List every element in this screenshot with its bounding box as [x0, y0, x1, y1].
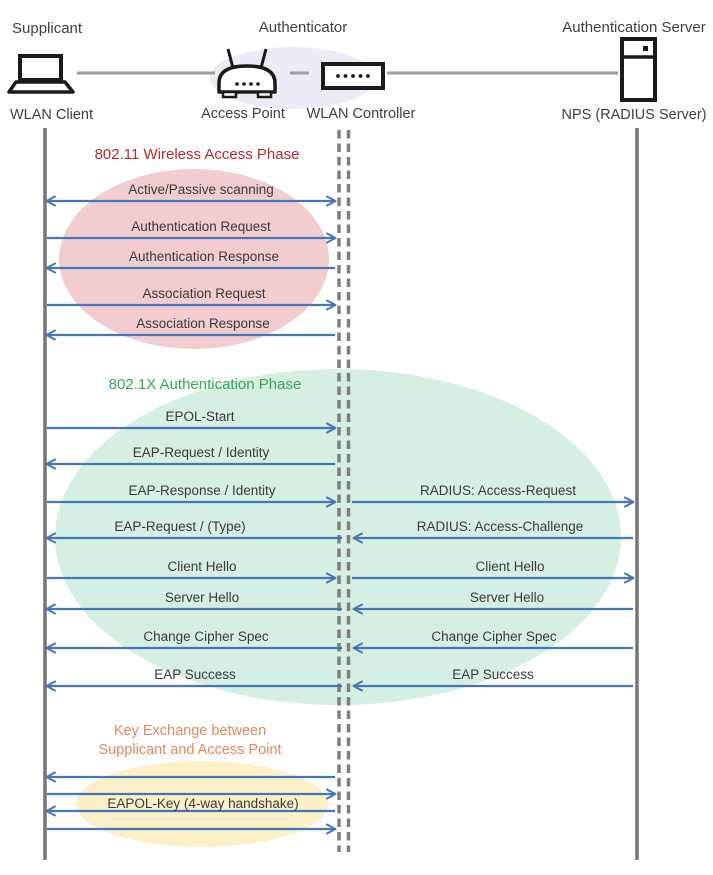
device-label-wlan-controller: WLAN Controller	[306, 106, 416, 122]
left-message-arrows	[45, 195, 342, 835]
phase2-title: 802.1X Authentication Phase	[108, 376, 302, 393]
message-label: EAP-Request / Identity	[132, 445, 270, 460]
phase3-ellipse	[76, 761, 328, 847]
device-label-wlan-client: WLAN Client	[10, 107, 93, 123]
message-label: Change Cipher Spec	[431, 629, 557, 644]
role-label-authenticator: Authenticator	[258, 19, 348, 36]
message-label: EAP-Request / (Type)	[114, 519, 246, 534]
access-point-icon	[217, 48, 277, 99]
message-label: EAP Success	[154, 667, 236, 682]
message-label: Server Hello	[469, 590, 545, 605]
wlan-controller-icon	[321, 62, 385, 90]
server-icon	[620, 37, 657, 102]
message-label: Authentication Response	[128, 249, 280, 264]
laptop-icon	[7, 54, 75, 94]
message-label: Client Hello	[167, 559, 237, 574]
message-label: RADIUS: Access-Challenge	[416, 519, 584, 534]
message-label: Client Hello	[475, 559, 545, 574]
phase3-title: Key Exchange between Supplicant and Acce…	[99, 722, 282, 760]
device-label-access-point: Access Point	[201, 106, 285, 122]
phase3-title-line2: Supplicant and Access Point	[98, 742, 282, 758]
lifelines	[43, 128, 639, 860]
message-label: EAP-Response / Identity	[128, 483, 276, 498]
role-label-authentication-server: Authentication Server	[562, 19, 706, 36]
message-label: Authentication Request	[131, 219, 271, 234]
message-label: Server Hello	[164, 590, 240, 605]
message-label: Association Request	[142, 286, 266, 301]
message-label: EAPOL-Key (4-way handshake)	[107, 796, 299, 811]
message-label: EAP Success	[452, 667, 534, 682]
message-label: EPOL-Start	[165, 409, 235, 424]
phase3-title-line1: Key Exchange between	[113, 723, 267, 739]
device-label-nps: NPS (RADIUS Server)	[561, 107, 707, 123]
message-label: Association Response	[136, 316, 270, 331]
message-label: RADIUS: Access-Request	[419, 483, 577, 498]
right-message-arrows	[352, 496, 635, 692]
message-label: Active/Passive scanning	[128, 182, 274, 197]
role-label-supplicant: Supplicant	[12, 20, 83, 37]
message-label: Change Cipher Spec	[143, 629, 269, 644]
phase1-title: 802.11 Wireless Access Phase	[94, 146, 300, 163]
